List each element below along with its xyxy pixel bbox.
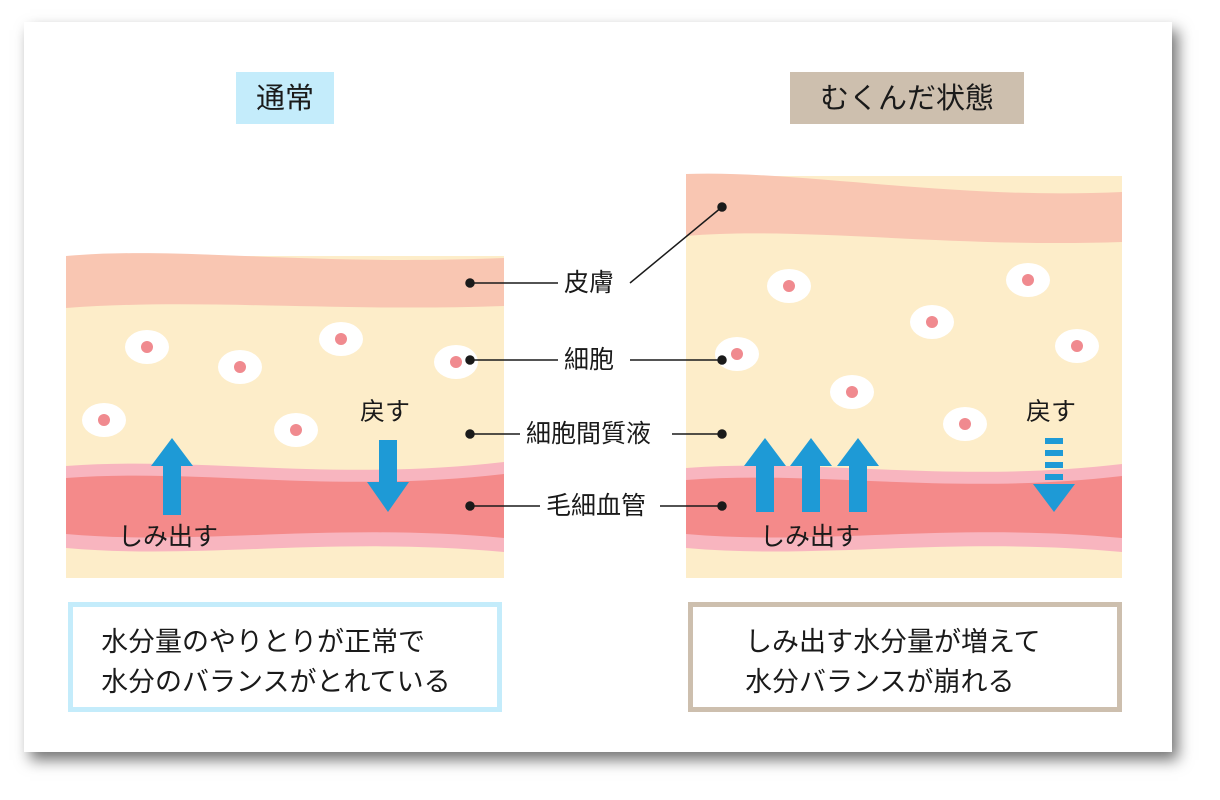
cell [830, 375, 874, 409]
cell [1055, 329, 1099, 363]
description-line: 水分量のやりとりが正常で [101, 627, 425, 658]
description-line: しみ出す水分量が増えて [745, 627, 1041, 658]
leader-lines [465, 202, 727, 511]
return-arrow [367, 440, 409, 512]
normal-seep-label: しみ出す [118, 522, 219, 551]
capillary-vessel [686, 476, 1122, 538]
return-arrow-dashed [1033, 438, 1075, 512]
normal-title: 通常 [236, 72, 334, 124]
cell [910, 305, 954, 339]
skin-layer [686, 173, 1122, 244]
cell [1006, 263, 1050, 297]
cell [434, 345, 478, 379]
cell [82, 403, 126, 437]
swollen-seep-label: しみ出す [760, 522, 861, 551]
description-line: 水分のバランスがとれている [101, 667, 451, 698]
swollen-return-label: 戻す [1026, 397, 1077, 426]
cell [943, 407, 987, 441]
swollen-panel [686, 173, 1122, 578]
label-skin: 皮膚 [560, 266, 619, 300]
skin-layer [66, 253, 504, 308]
cell [125, 330, 169, 364]
label-cell: 細胞 [560, 343, 619, 377]
label-interstitial-fluid: 細胞間質液 [522, 417, 656, 451]
label-capillary: 毛細血管 [542, 489, 651, 523]
cell [218, 350, 262, 384]
cells [82, 322, 478, 447]
cell [319, 322, 363, 356]
seep-arrow [790, 438, 832, 512]
swollen-title: むくんだ状態 [790, 72, 1024, 124]
cells [715, 263, 1099, 441]
normal-panel [66, 253, 504, 578]
normal-description: 水分量のやりとりが正常で 水分のバランスがとれている [68, 602, 502, 712]
normal-return-label: 戻す [360, 397, 411, 426]
seep-arrow [837, 438, 879, 512]
cell [274, 413, 318, 447]
swollen-description: しみ出す水分量が増えて 水分バランスが崩れる [688, 602, 1122, 712]
cell [767, 269, 811, 303]
description-line: 水分バランスが崩れる [745, 667, 1015, 698]
seep-arrow [151, 438, 193, 515]
cell [715, 337, 759, 371]
seep-arrow [744, 438, 786, 512]
